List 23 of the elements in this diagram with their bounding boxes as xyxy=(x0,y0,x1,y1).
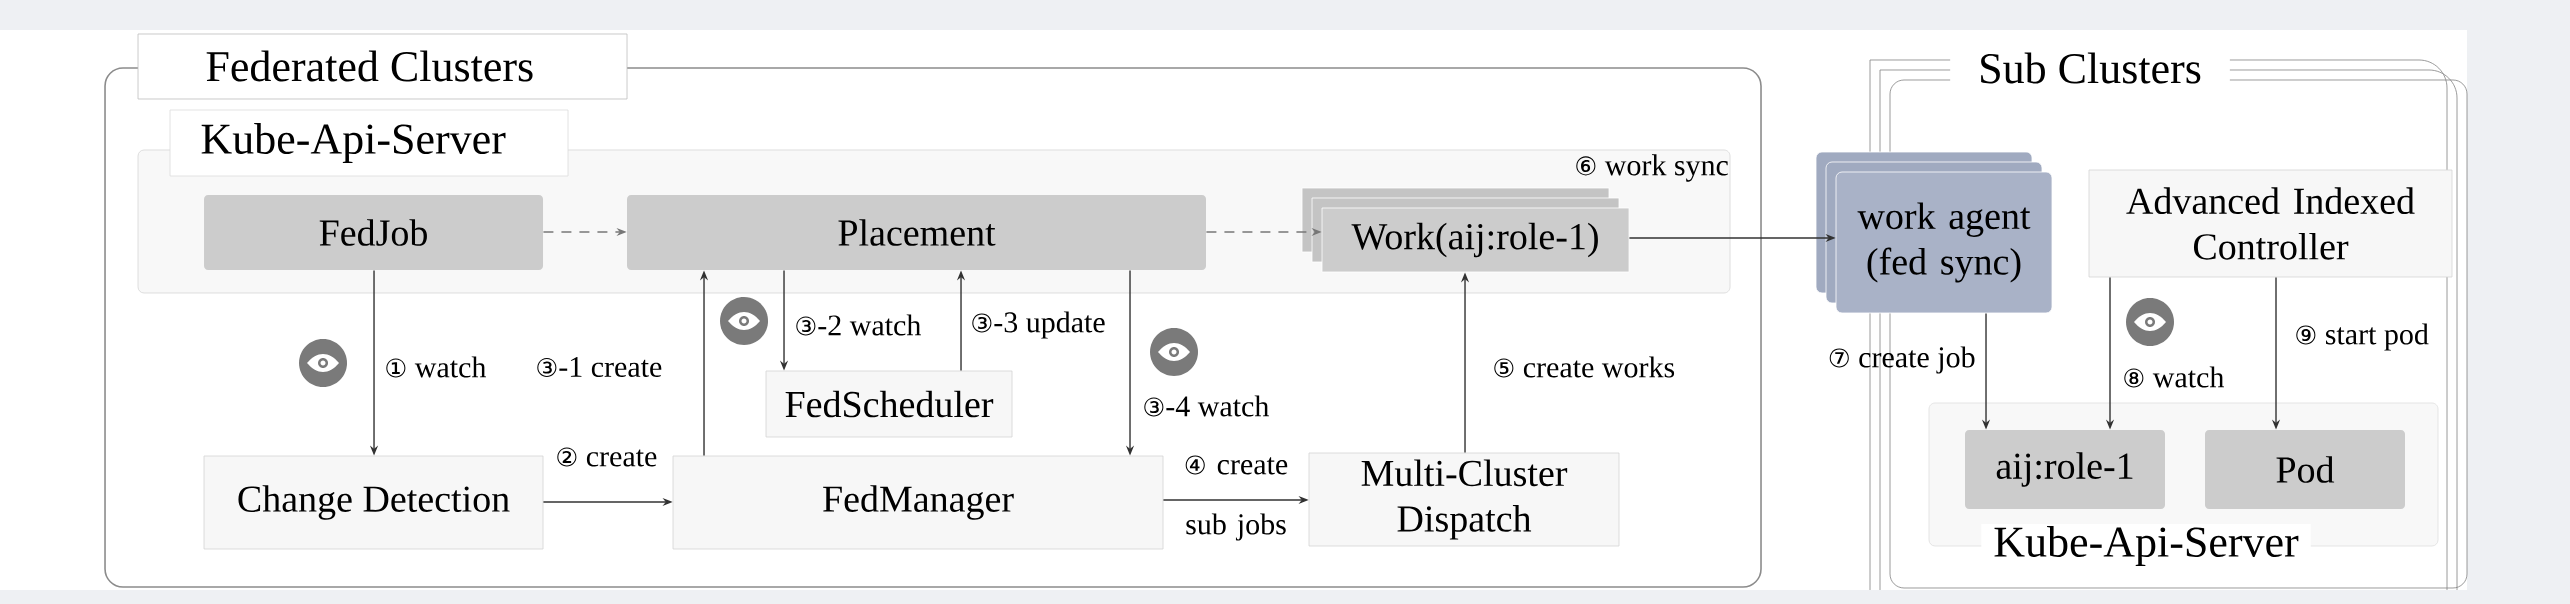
resource-box: FedJob xyxy=(204,195,543,270)
resource-box: Placement xyxy=(627,195,1206,270)
edge-label: ③-4 watch xyxy=(1144,395,1269,417)
component-box: Change Detection xyxy=(203,455,544,550)
edge-label: ⑨ start pod xyxy=(2296,323,2429,351)
edge-label: ⑧ watch xyxy=(2124,366,2224,388)
resource-box: aij:role-1 xyxy=(1965,430,2165,509)
edge-label: ⑥ work sync xyxy=(1576,154,1728,182)
stacked-resource-box: Work(aij:role-1) xyxy=(1301,187,1630,273)
component-box: Multi-Cluster Dispatch xyxy=(1308,452,1620,547)
component-box: FedScheduler xyxy=(765,370,1013,438)
edge-label: ③-3 update xyxy=(972,311,1105,339)
resource-box: Pod xyxy=(2205,430,2405,509)
edge-label: ④ create sub jobs xyxy=(1185,455,1288,541)
node-label: Sub Clusters xyxy=(1981,52,2201,84)
edge-label: ① watch xyxy=(386,356,486,378)
edge-label: ③-1 create xyxy=(537,356,662,378)
edge-label: ② create xyxy=(557,447,657,467)
stacked-agent-box: work agent (fed sync) xyxy=(1815,151,2053,314)
edge-label: ③-2 watch xyxy=(796,314,921,336)
component-box: Advanced Indexed Controller xyxy=(2088,169,2453,278)
edge-label: ⑤ create works xyxy=(1494,356,1675,378)
component-box: FedManager xyxy=(672,455,1164,550)
